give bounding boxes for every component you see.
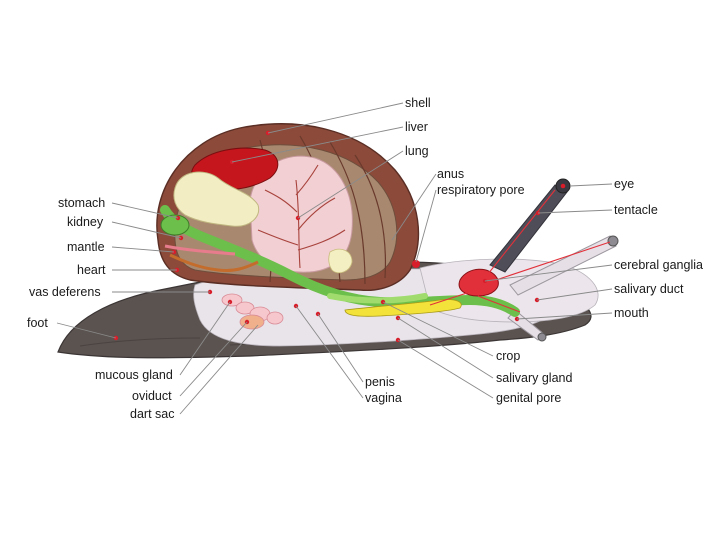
pale-gland — [328, 248, 353, 274]
heart-vessels — [169, 253, 259, 272]
right-tentacle-tip — [607, 235, 619, 247]
label-foot: foot — [27, 316, 48, 330]
upper-tentacle — [489, 184, 568, 273]
label-vagina: vagina — [365, 391, 402, 405]
label-respiratory-pore: respiratory pore — [437, 183, 525, 197]
leader-lines — [56, 102, 613, 415]
label-genital-pore: genital pore — [496, 391, 561, 405]
label-crop: crop — [496, 349, 520, 363]
label-liver: liver — [405, 120, 428, 134]
label-salivary-gland: salivary gland — [496, 371, 572, 385]
nerve-lines — [429, 189, 611, 313]
eye-marker — [560, 183, 566, 189]
label-anus: anus — [437, 167, 464, 181]
stomach-sac — [173, 171, 260, 227]
label-penis: penis — [365, 375, 395, 389]
label-shell: shell — [405, 96, 431, 110]
lower-tentacle-right — [509, 235, 617, 296]
label-lung: lung — [405, 144, 429, 158]
salivary-gland-shape — [344, 299, 462, 317]
label-dart-sac: dart sac — [130, 407, 174, 421]
label-cerebral-ganglia: cerebral ganglia — [614, 258, 703, 272]
cerebral-ganglia-shape — [458, 268, 499, 297]
digestive-tract — [160, 205, 520, 317]
mantle-edge — [164, 244, 236, 256]
label-tentacle: tentacle — [614, 203, 658, 217]
lung-vessels — [257, 164, 346, 269]
label-stomach: stomach — [58, 196, 105, 210]
crop-highlight — [327, 293, 428, 304]
label-heart: heart — [77, 263, 106, 277]
label-mantle: mantle — [67, 240, 105, 254]
label-mucous-gland: mucous gland — [95, 368, 173, 382]
label-mouth: mouth — [614, 306, 649, 320]
bottom-tentacle-tip — [537, 332, 547, 342]
kidney-region — [160, 214, 190, 236]
label-kidney: kidney — [67, 215, 104, 229]
label-vas-deferens: vas deferens — [29, 285, 101, 299]
label-salivary-duct: salivary duct — [614, 282, 684, 296]
label-oviduct: oviduct — [132, 389, 172, 403]
label-eye: eye — [614, 177, 634, 191]
